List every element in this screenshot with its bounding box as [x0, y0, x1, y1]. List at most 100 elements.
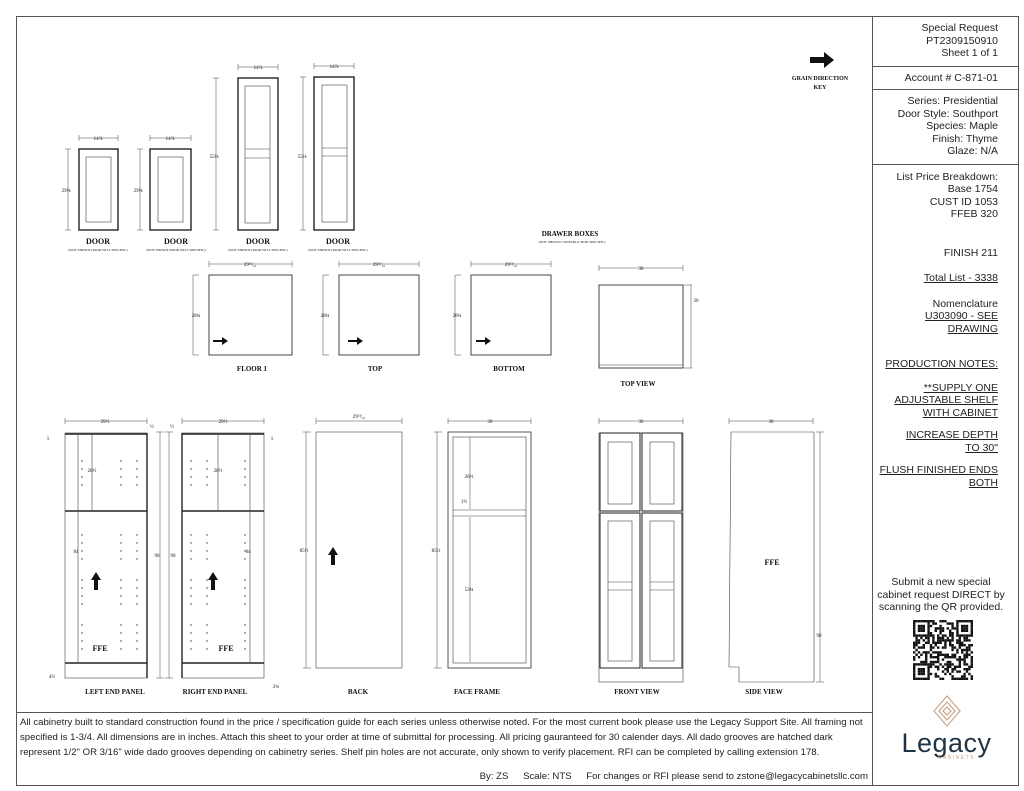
- shelf-pin-hole: [206, 648, 208, 650]
- face-frame-label: FACE FRAME: [454, 688, 500, 696]
- logo-name: Legacy: [901, 728, 992, 758]
- shelf-pin-hole: [244, 550, 246, 552]
- shelf-pin-hole: [190, 624, 192, 626]
- nomenclature-label: Nomenclature: [932, 297, 998, 310]
- top-height: 28¾: [321, 314, 330, 319]
- shelf-pin-hole: [244, 603, 246, 605]
- top-view-depth: 30: [694, 299, 700, 304]
- nomenclature-value: U303090 - SEE DRAWING: [925, 310, 998, 335]
- shelf-pin-hole: [81, 640, 83, 642]
- shelf-pin-hole: [120, 603, 122, 605]
- right-panel-height: 90: [171, 554, 177, 559]
- shelf-pin-hole: [206, 587, 208, 589]
- spec-species: Species: Maple: [926, 120, 998, 132]
- back-label: BACK: [348, 688, 369, 696]
- shelf-pin-hole: [190, 476, 192, 478]
- shelf-pin-hole: [136, 624, 138, 626]
- production-note-1: **SUPPLY ONE ADJUSTABLE SHELF WITH CABIN…: [894, 381, 998, 419]
- request-title: Special Request: [921, 22, 998, 34]
- side-view-height: 90: [817, 634, 823, 639]
- shelf-pin-hole: [136, 558, 138, 560]
- contact-email[interactable]: For changes or RFI please send to zstone…: [586, 771, 868, 782]
- spec-door-style: Door Style: Southport: [897, 107, 998, 120]
- grain-arrow-icon: [476, 337, 491, 345]
- shelf-pin-hole: [136, 632, 138, 634]
- face-frame: 30 85½ 26½ 1½ 53¾ FACE FRAME: [432, 418, 532, 696]
- door-1-width: 14⅞: [94, 137, 103, 142]
- floor-width: 29¹³⁄₁₆: [244, 262, 257, 268]
- door-4-width: 14⅞: [330, 65, 339, 70]
- spec-finish: Finish: Thyme: [932, 132, 998, 145]
- front-view-label: FRONT VIEW: [614, 688, 659, 696]
- title-block: Special Request PT2309150910 Sheet 1 of …: [872, 16, 1019, 786]
- grain-arrow-icon: [213, 337, 228, 345]
- shelf-pin-hole: [136, 595, 138, 597]
- side-view: 30 90 FFE SIDE VIEW: [728, 418, 824, 696]
- shelf-pin-hole: [244, 468, 246, 470]
- shelf-pin-hole: [81, 648, 83, 650]
- shelf-pin-hole: [120, 460, 122, 462]
- price-cust-id: CUST ID 1053: [929, 195, 998, 208]
- grain-direction-key: GRAIN DIRECTION KEY: [792, 52, 849, 91]
- legacy-logo: Legacy CABINETS: [873, 694, 1020, 761]
- shelf-pin-hole: [120, 534, 122, 536]
- shelf-pin-hole: [136, 468, 138, 470]
- shelf-pin-hole: [190, 587, 192, 589]
- shelf-pin-hole: [244, 476, 246, 478]
- shelf-pin-hole: [206, 468, 208, 470]
- shelf-pin-hole: [136, 640, 138, 642]
- shelf-pin-hole: [244, 484, 246, 486]
- shelf-pin-hole: [120, 579, 122, 581]
- shelf-pin-hole: [136, 460, 138, 462]
- left-panel-height: 90: [155, 554, 161, 559]
- face-frame-width: 30: [488, 420, 494, 425]
- grain-arrow-icon: [348, 337, 363, 345]
- side-view-width: 30: [769, 420, 775, 425]
- left-end-panel: 29½ ½ 1 28½ 84 90 4½ FFE LEFT END PANEL: [47, 418, 164, 696]
- shelf-pin-hole: [136, 550, 138, 552]
- door-2-height: 29⅝: [134, 189, 143, 194]
- face-frame-rail: 1½: [461, 500, 468, 505]
- shelf-pin-hole: [136, 534, 138, 536]
- request-id: PT2309150910: [926, 34, 998, 47]
- drawer-top-view: 30 30 TOP VIEW: [598, 265, 700, 388]
- bottom-height: 28¾: [453, 314, 462, 319]
- face-frame-height: 85½: [432, 549, 441, 554]
- total-list: Total List - 3338: [923, 272, 998, 284]
- drawer-boxes-title: DRAWER BOXES: [542, 230, 599, 238]
- side-view-marking: FFE: [764, 558, 779, 567]
- price-ffeb: FFEB 320: [950, 208, 998, 220]
- top-view-width: 30: [639, 267, 645, 272]
- production-note-2: INCREASE DEPTH TO 30": [905, 429, 998, 454]
- logo-tagline: CABINETS: [937, 755, 975, 761]
- shelf-pin-hole: [190, 640, 192, 642]
- door-2-width: 14⅞: [166, 137, 175, 142]
- left-panel-marking: FFE: [92, 644, 107, 653]
- shelf-pin-hole: [206, 484, 208, 486]
- price-finish: FINISH 211: [943, 246, 998, 259]
- drawn-by: By: ZS: [479, 771, 509, 782]
- bottom-label: BOTTOM: [493, 365, 525, 373]
- right-panel-offset: ½: [170, 425, 174, 430]
- floor-height: 28¾: [192, 314, 201, 319]
- grain-key-line1: GRAIN DIRECTION: [792, 76, 849, 82]
- shelf-pin-hole: [81, 468, 83, 470]
- shelf-pin-hole: [244, 648, 246, 650]
- shelf-pin-hole: [206, 476, 208, 478]
- shelf-pin-hole: [136, 648, 138, 650]
- shelf-pin-hole: [136, 579, 138, 581]
- shelf-pin-hole: [81, 558, 83, 560]
- door-3: 14⅞ 55⅛ DOOR (NOT SHOWN DOOR WILL SPECIF…: [210, 64, 288, 252]
- door-1-label: DOOR: [86, 237, 110, 246]
- shelf-pin-hole: [206, 542, 208, 544]
- price-heading: List Price Breakdown:: [896, 170, 998, 183]
- shelf-pin-hole: [244, 542, 246, 544]
- shelf-pin-hole: [120, 476, 122, 478]
- shelf-pin-hole: [81, 587, 83, 589]
- right-panel-upper: 28½: [214, 469, 223, 474]
- shelf-pin-hole: [190, 603, 192, 605]
- drawer-bottom: 29¹³⁄₁₆ 28¾ BOTTOM: [453, 261, 552, 373]
- qr-code[interactable]: [913, 620, 973, 683]
- price-base: Base 1754: [947, 183, 998, 195]
- shelf-pin-hole: [136, 484, 138, 486]
